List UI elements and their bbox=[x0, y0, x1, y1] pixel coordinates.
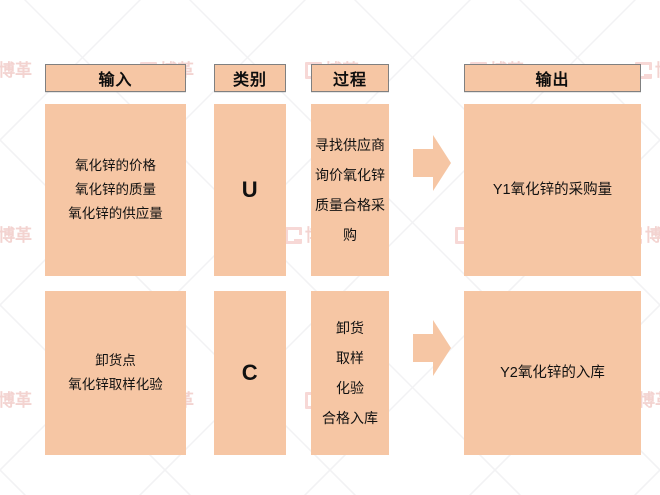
cell-process-row1: 寻找供应商询价氧化锌质量合格采购 bbox=[311, 104, 389, 276]
cell-input-row2: 卸货点 氧化锌取样化验 bbox=[45, 291, 186, 455]
right-arrow-icon-row1 bbox=[413, 135, 451, 191]
cell-category-row1: U bbox=[214, 104, 286, 276]
header-input: 输入 bbox=[45, 64, 186, 92]
cell-category-row2: C bbox=[214, 291, 286, 455]
header-process: 过程 bbox=[311, 64, 389, 92]
cell-process-row2: 卸货 取样 化验 合格入库 bbox=[311, 291, 389, 455]
cell-output-row2: Y2氧化锌的入库 bbox=[464, 291, 641, 455]
header-category: 类别 bbox=[214, 64, 286, 92]
right-arrow-icon-row2 bbox=[413, 320, 451, 376]
header-output: 输出 bbox=[464, 64, 641, 92]
cell-output-row1: Y1氧化锌的采购量 bbox=[464, 104, 641, 276]
cell-input-row1: 氧化锌的价格 氧化锌的质量 氧化锌的供应量 bbox=[45, 104, 186, 276]
